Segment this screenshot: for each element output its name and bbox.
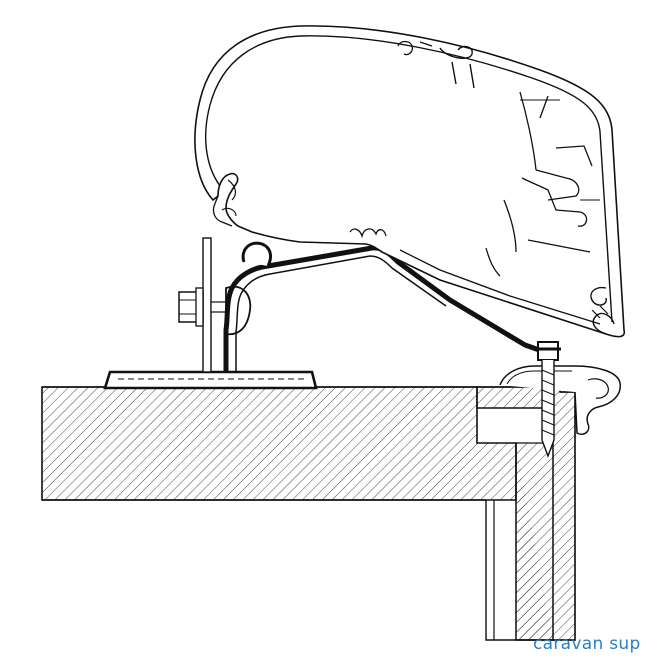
side-wall (485, 391, 576, 641)
gutter-profile (499, 365, 621, 436)
base-plate (103, 370, 318, 390)
top-c-channel (439, 45, 473, 59)
vehicle-roof-wall-section (41, 365, 621, 641)
mounting-bracket (178, 237, 561, 458)
roof-panel (41, 386, 517, 501)
cassette-outer-shell (194, 25, 626, 338)
fixing-screw (535, 341, 561, 458)
lower-c-channel (590, 286, 607, 306)
t-slot (521, 177, 588, 227)
watermark-text: caravan sup (533, 634, 641, 654)
awning-cassette (194, 25, 626, 338)
